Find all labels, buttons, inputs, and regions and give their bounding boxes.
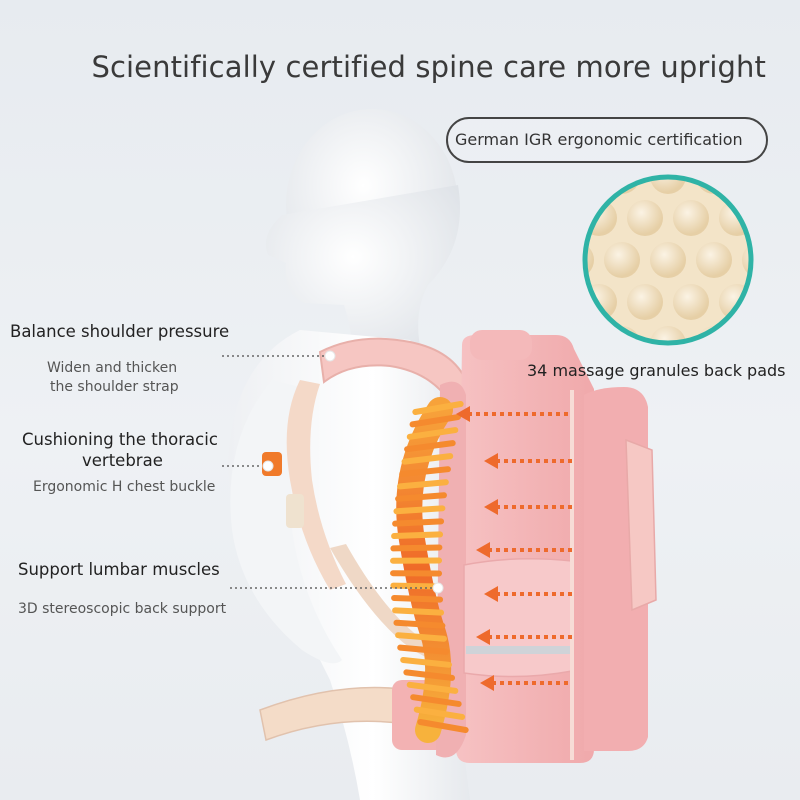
arrow-left-icon — [484, 453, 572, 469]
certification-text: German IGR ergonomic certification — [455, 130, 743, 149]
dot-marker-icon — [262, 460, 274, 472]
arrow-left-icon — [476, 629, 572, 645]
arrow-left-icon — [480, 675, 572, 691]
pressure-arrows — [456, 406, 572, 691]
feature-detail-shoulder-2: the shoulder strap — [50, 379, 179, 395]
feature-heading-lumbar: Support lumbar muscles — [18, 560, 220, 579]
feature-heading-shoulder: Balance shoulder pressure — [10, 322, 230, 341]
feature-detail-shoulder-1: Widen and thicken — [47, 360, 178, 376]
feature-detail-lumbar: 3D stereoscopic back support — [18, 601, 227, 617]
leader-lines — [222, 350, 444, 594]
dot-marker-icon — [324, 350, 336, 362]
dot-marker-icon — [432, 582, 444, 594]
arrow-left-icon — [484, 586, 572, 602]
certification-badge — [446, 117, 768, 163]
arrow-left-icon — [484, 499, 572, 515]
feature-detail-thoracic: Ergonomic H chest buckle — [33, 479, 216, 495]
feature-heading-thoracic-1: Cushioning the thoracic — [22, 430, 218, 449]
feature-heading-thoracic-2: vertebrae — [82, 451, 163, 470]
page-title: Scientifically certified spine care more… — [91, 50, 766, 84]
massage-granules-label: 34 massage granules back pads — [527, 361, 786, 380]
arrow-left-icon — [456, 406, 572, 422]
arrow-left-icon — [476, 542, 572, 558]
